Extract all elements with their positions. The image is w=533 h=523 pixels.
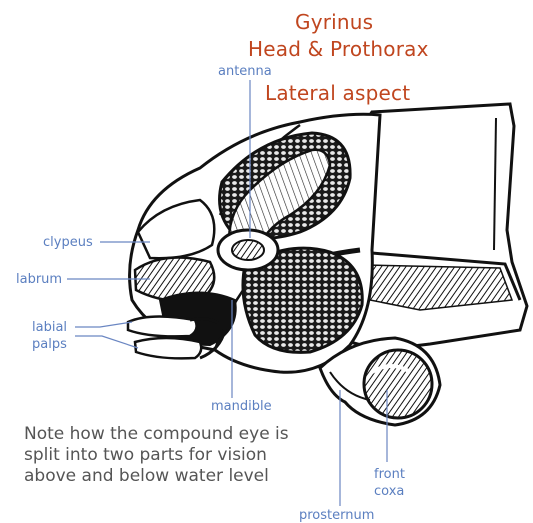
label-mandible: mandible xyxy=(211,399,272,414)
label-prosternum: prosternum xyxy=(299,508,374,523)
title-line-1: Gyrinus xyxy=(295,10,373,34)
label-labial-line-2: palps xyxy=(32,337,67,352)
label-front-line-1: front xyxy=(374,467,405,482)
title-line-3: Lateral aspect xyxy=(265,81,410,105)
title-line-2: Head & Prothorax xyxy=(248,37,429,61)
note-line-3: above and below water level xyxy=(24,466,269,487)
label-antenna: antenna xyxy=(218,64,272,79)
note-line-2: split into two parts for vision xyxy=(24,445,267,466)
label-front-line-2: coxa xyxy=(374,484,404,499)
note-line-1: Note how the compound eye is xyxy=(24,424,289,445)
label-clypeus: clypeus xyxy=(43,235,93,250)
label-labrum: labrum xyxy=(16,272,62,287)
label-labial-line-1: labial xyxy=(32,320,67,335)
